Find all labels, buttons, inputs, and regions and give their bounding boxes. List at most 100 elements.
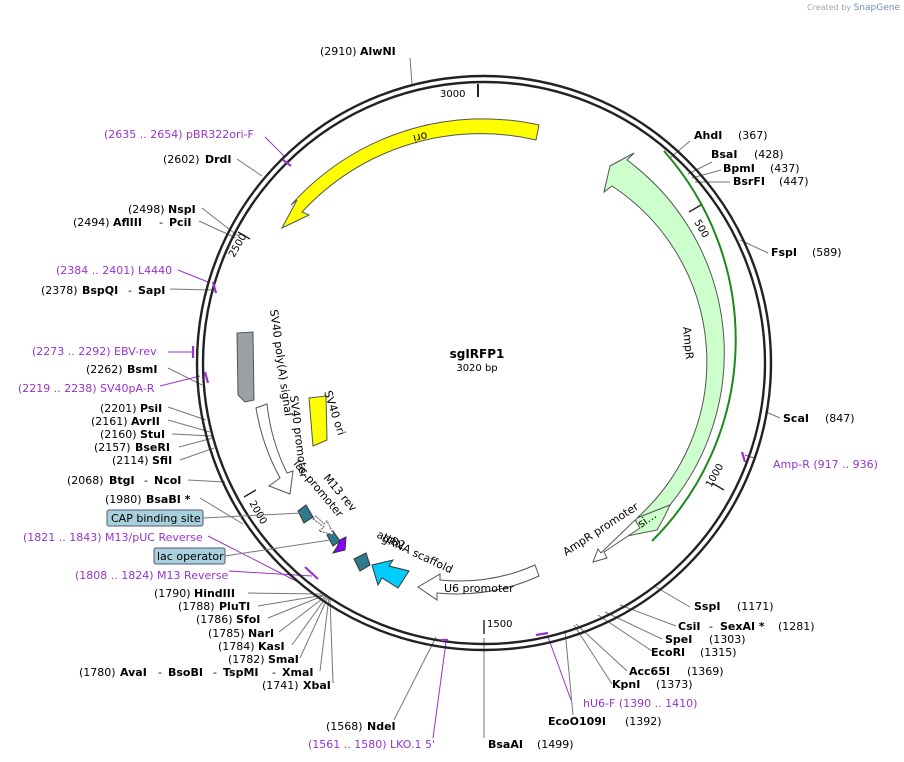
ndei-pos: (1568): [326, 720, 363, 733]
bspqi-name[interactable]: BspQI: [82, 284, 118, 297]
csii-name[interactable]: CsiI: [678, 620, 700, 633]
hindiii-pos: (1790): [154, 587, 191, 600]
cap-binding-box[interactable]: CAP binding site: [106, 509, 204, 527]
lac-operator-box[interactable]: lac operator: [153, 547, 226, 565]
nari-name[interactable]: NarI: [248, 627, 274, 640]
bsai-name[interactable]: BsaI: [711, 148, 737, 161]
alwni-pos: (2910): [320, 45, 357, 58]
lac-operator-label: lac operator: [157, 550, 224, 563]
sspi-name[interactable]: SspI: [694, 600, 720, 613]
primer-leaders: [159, 136, 755, 739]
sapi-name[interactable]: SapI: [138, 284, 165, 297]
bsmi-name[interactable]: BsmI: [127, 363, 158, 376]
spei-name[interactable]: SpeI: [665, 633, 692, 646]
ncoi-name[interactable]: NcoI: [154, 474, 181, 487]
hindiii-name[interactable]: HindIII: [194, 587, 235, 600]
tspmi-name[interactable]: TspMI: [223, 666, 259, 679]
ori-feature[interactable]: [280, 118, 540, 230]
nari-pos: (1785): [208, 627, 245, 640]
sv40-polya-feature[interactable]: [236, 331, 255, 403]
ori-label: ori: [412, 129, 429, 145]
acc65i-name[interactable]: Acc65I: [629, 665, 670, 678]
m13r-primer-label[interactable]: (1808 .. 1824) M13 Reverse: [75, 569, 228, 582]
ecori-pos: (1315): [700, 646, 737, 659]
credit-prefix: Created by: [807, 3, 852, 12]
attb2-feature[interactable]: [353, 552, 371, 572]
psii-name[interactable]: PsiI: [140, 402, 162, 415]
ruler-2500: 2500: [227, 232, 249, 260]
bsabi-name[interactable]: BsaBI *: [146, 493, 191, 506]
afliii-name[interactable]: AflIII: [113, 216, 142, 229]
enzymes-right: (2910) AlwNI AhdI (367) BsaI (428) BpmI …: [320, 45, 878, 751]
ebv-primer-label[interactable]: (2273 .. 2292) EBV-rev: [32, 345, 157, 358]
btgi-sep: -: [144, 474, 148, 487]
smai-name[interactable]: SmaI: [268, 653, 299, 666]
xbai-pos: (1741): [262, 679, 299, 692]
avrii-name[interactable]: AvrII: [131, 415, 160, 428]
ahdi-pos: (367): [738, 129, 768, 142]
spei-pos: (1303): [709, 633, 746, 646]
cap-leader: [202, 512, 303, 519]
sfii-name[interactable]: SfiI: [152, 454, 172, 467]
kasi-pos: (1784): [218, 640, 255, 653]
credit-brand: SnapGene: [853, 3, 900, 13]
ndei-name[interactable]: NdeI: [367, 720, 396, 733]
ecoo109i-name[interactable]: EcoO109I: [548, 715, 606, 728]
sfoi-name[interactable]: SfoI: [236, 613, 260, 626]
sexai-name[interactable]: SexAI *: [720, 620, 765, 633]
xmai-name[interactable]: XmaI: [282, 666, 313, 679]
kasi-name[interactable]: KasI: [258, 640, 285, 653]
csii-pos: (1281): [778, 620, 815, 633]
fspi-name[interactable]: FspI: [771, 246, 797, 259]
bsobi-name[interactable]: BsoBI: [168, 666, 203, 679]
xbai-name[interactable]: XbaI: [303, 679, 331, 692]
grna-scaffold-feature[interactable]: [371, 559, 410, 589]
m13puc-primer-label[interactable]: (1821 .. 1843) M13/pUC Reverse: [23, 531, 203, 544]
alwni-name[interactable]: AlwNI: [360, 45, 396, 58]
ahdi-name[interactable]: AhdI: [694, 129, 722, 142]
l4440-primer-label[interactable]: (2384 .. 2401) L4440: [56, 264, 172, 277]
btgi-name[interactable]: BtgI: [109, 474, 135, 487]
drdi-name[interactable]: DrdI: [205, 153, 232, 166]
pcii-name[interactable]: PciI: [169, 216, 191, 229]
ampr-promoter-feature[interactable]: [592, 519, 641, 563]
m13-rev-feature[interactable]: [331, 536, 347, 554]
bsrfi-name[interactable]: BsrFI: [733, 175, 765, 188]
bspqi-pos: (2378): [41, 284, 78, 297]
u6-promoter-feature[interactable]: [417, 564, 540, 601]
scai-name[interactable]: ScaI: [783, 412, 809, 425]
ampr-feature[interactable]: [603, 152, 725, 519]
nspi-name[interactable]: NspI: [168, 203, 196, 216]
sv40-promoter-feature[interactable]: [255, 403, 294, 495]
cap-site-feature[interactable]: [297, 504, 314, 524]
lko-primer-label[interactable]: (1561 .. 1580) LKO.1 5': [308, 738, 435, 751]
pbr322ori-primer-label[interactable]: (2635 .. 2654) pBR322ori-F: [104, 128, 254, 141]
ampr-primer-label[interactable]: Amp-R (917 .. 936): [773, 458, 878, 471]
bseri-name[interactable]: BseRI: [135, 441, 170, 454]
sfii-pos: (2114): [112, 454, 149, 467]
lac-operator-leader: [224, 539, 331, 557]
ecori-name[interactable]: EcoRI: [651, 646, 685, 659]
stui-name[interactable]: StuI: [140, 428, 165, 441]
lac-promoter-arrow[interactable]: [312, 515, 335, 536]
sv40pa-primer-label[interactable]: (2219 .. 2238) SV40pA-R: [18, 382, 155, 395]
btgi-pos: (2068): [67, 474, 104, 487]
acc65i-pos: (1369): [687, 665, 724, 678]
ruler-1500: 1500: [487, 619, 512, 630]
pluti-pos: (1788): [178, 600, 215, 613]
hu6-primer-label[interactable]: hU6-F (1390 .. 1410): [583, 697, 697, 710]
scai-pos: (847): [825, 412, 855, 425]
kpni-name[interactable]: KpnI: [612, 678, 640, 691]
backbone-outer: [195, 74, 773, 652]
bsmi-pos: (2262): [86, 363, 123, 376]
avrii-pos: (2161): [91, 415, 128, 428]
ampr-label: AmpR: [680, 326, 696, 360]
avai-name[interactable]: AvaI: [120, 666, 147, 679]
kpni-pos: (1373): [656, 678, 693, 691]
bpmi-name[interactable]: BpmI: [723, 162, 755, 175]
plasmid-name: sgIRFP1: [450, 347, 505, 361]
pluti-name[interactable]: PluTI: [219, 600, 250, 613]
bsaai-name[interactable]: BsaAI: [488, 738, 523, 751]
sv40-ori-feature[interactable]: [308, 395, 328, 447]
csii-sep: -: [709, 620, 713, 633]
